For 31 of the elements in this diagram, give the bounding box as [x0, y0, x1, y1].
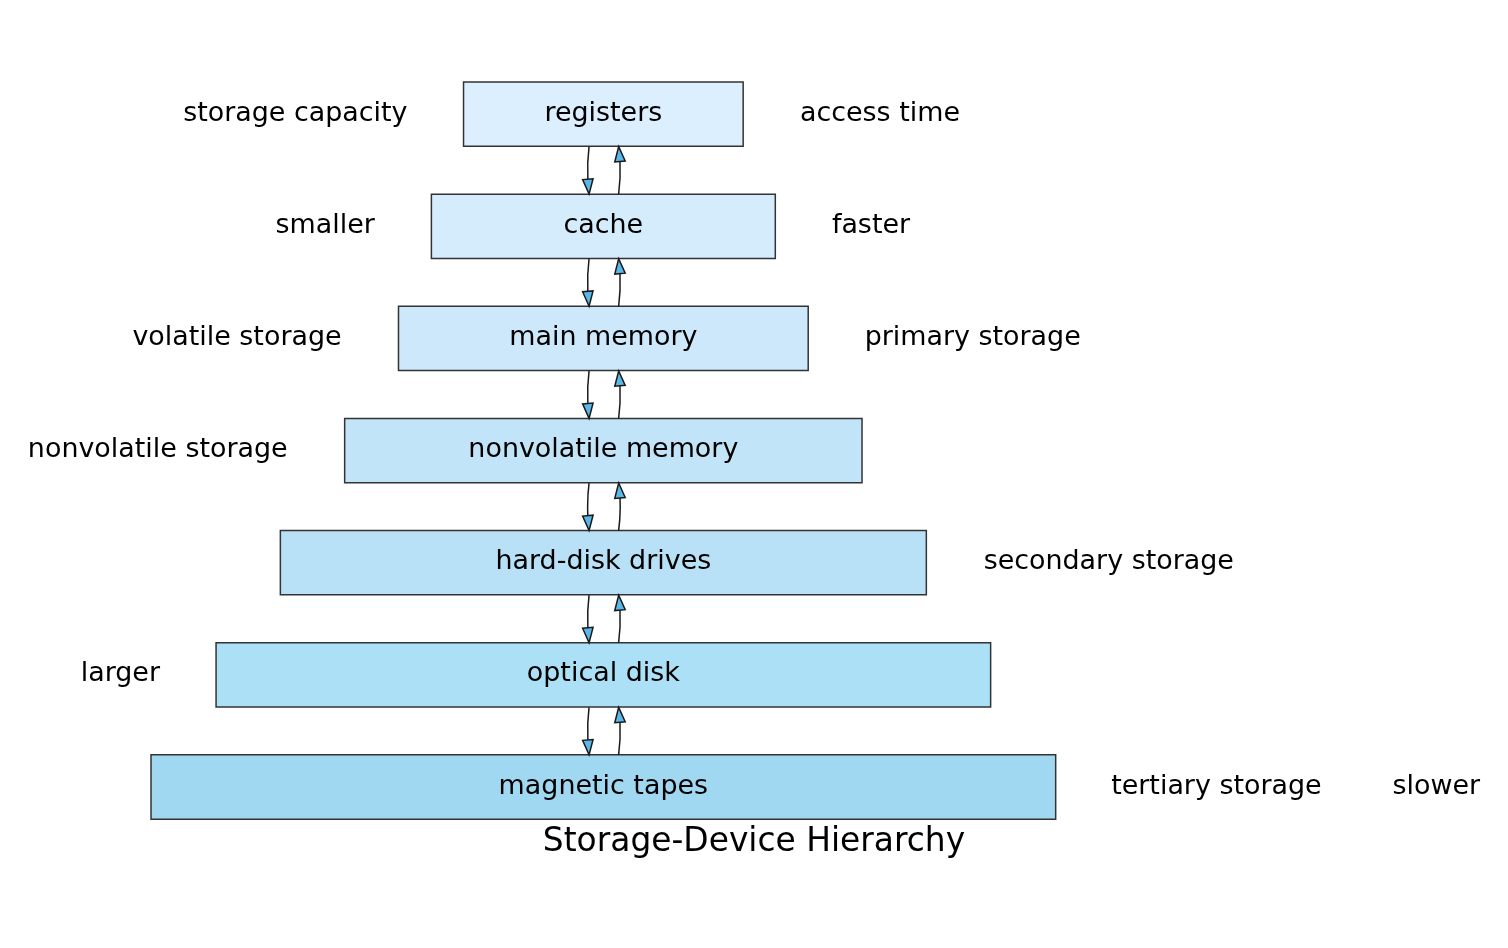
label: secondary storage — [983, 543, 1234, 575]
arrow — [581, 593, 595, 645]
node-box: hard-disk drives — [279, 529, 928, 596]
node-box: magnetic tapes — [150, 753, 1057, 820]
node-box: nonvolatile memory — [343, 417, 863, 483]
arrow — [581, 481, 595, 533]
label: access time — [799, 95, 960, 127]
label: volatile storage — [132, 319, 342, 351]
arrow — [613, 592, 627, 643]
label: tertiary storage — [1111, 768, 1322, 800]
arrow — [581, 369, 595, 421]
arrow — [613, 480, 627, 531]
label: slower — [1392, 768, 1481, 800]
caption: Storage-Device Hierarchy — [542, 819, 966, 859]
arrow — [581, 257, 595, 308]
node-box: cache — [430, 192, 777, 259]
label: faster — [831, 207, 911, 239]
arrow — [613, 256, 627, 307]
label: primary storage — [864, 319, 1081, 351]
arrow — [613, 704, 627, 756]
node-box: registers — [462, 80, 744, 147]
arrow — [581, 706, 595, 757]
label: smaller — [275, 207, 375, 239]
label: storage capacity — [183, 95, 408, 127]
label: larger — [80, 655, 160, 687]
arrow — [613, 143, 627, 195]
node-box: main memory — [397, 305, 809, 371]
arrow — [613, 368, 627, 419]
arrow — [581, 145, 595, 196]
node-box: optical disk — [215, 641, 992, 708]
label: nonvolatile storage — [27, 431, 288, 463]
